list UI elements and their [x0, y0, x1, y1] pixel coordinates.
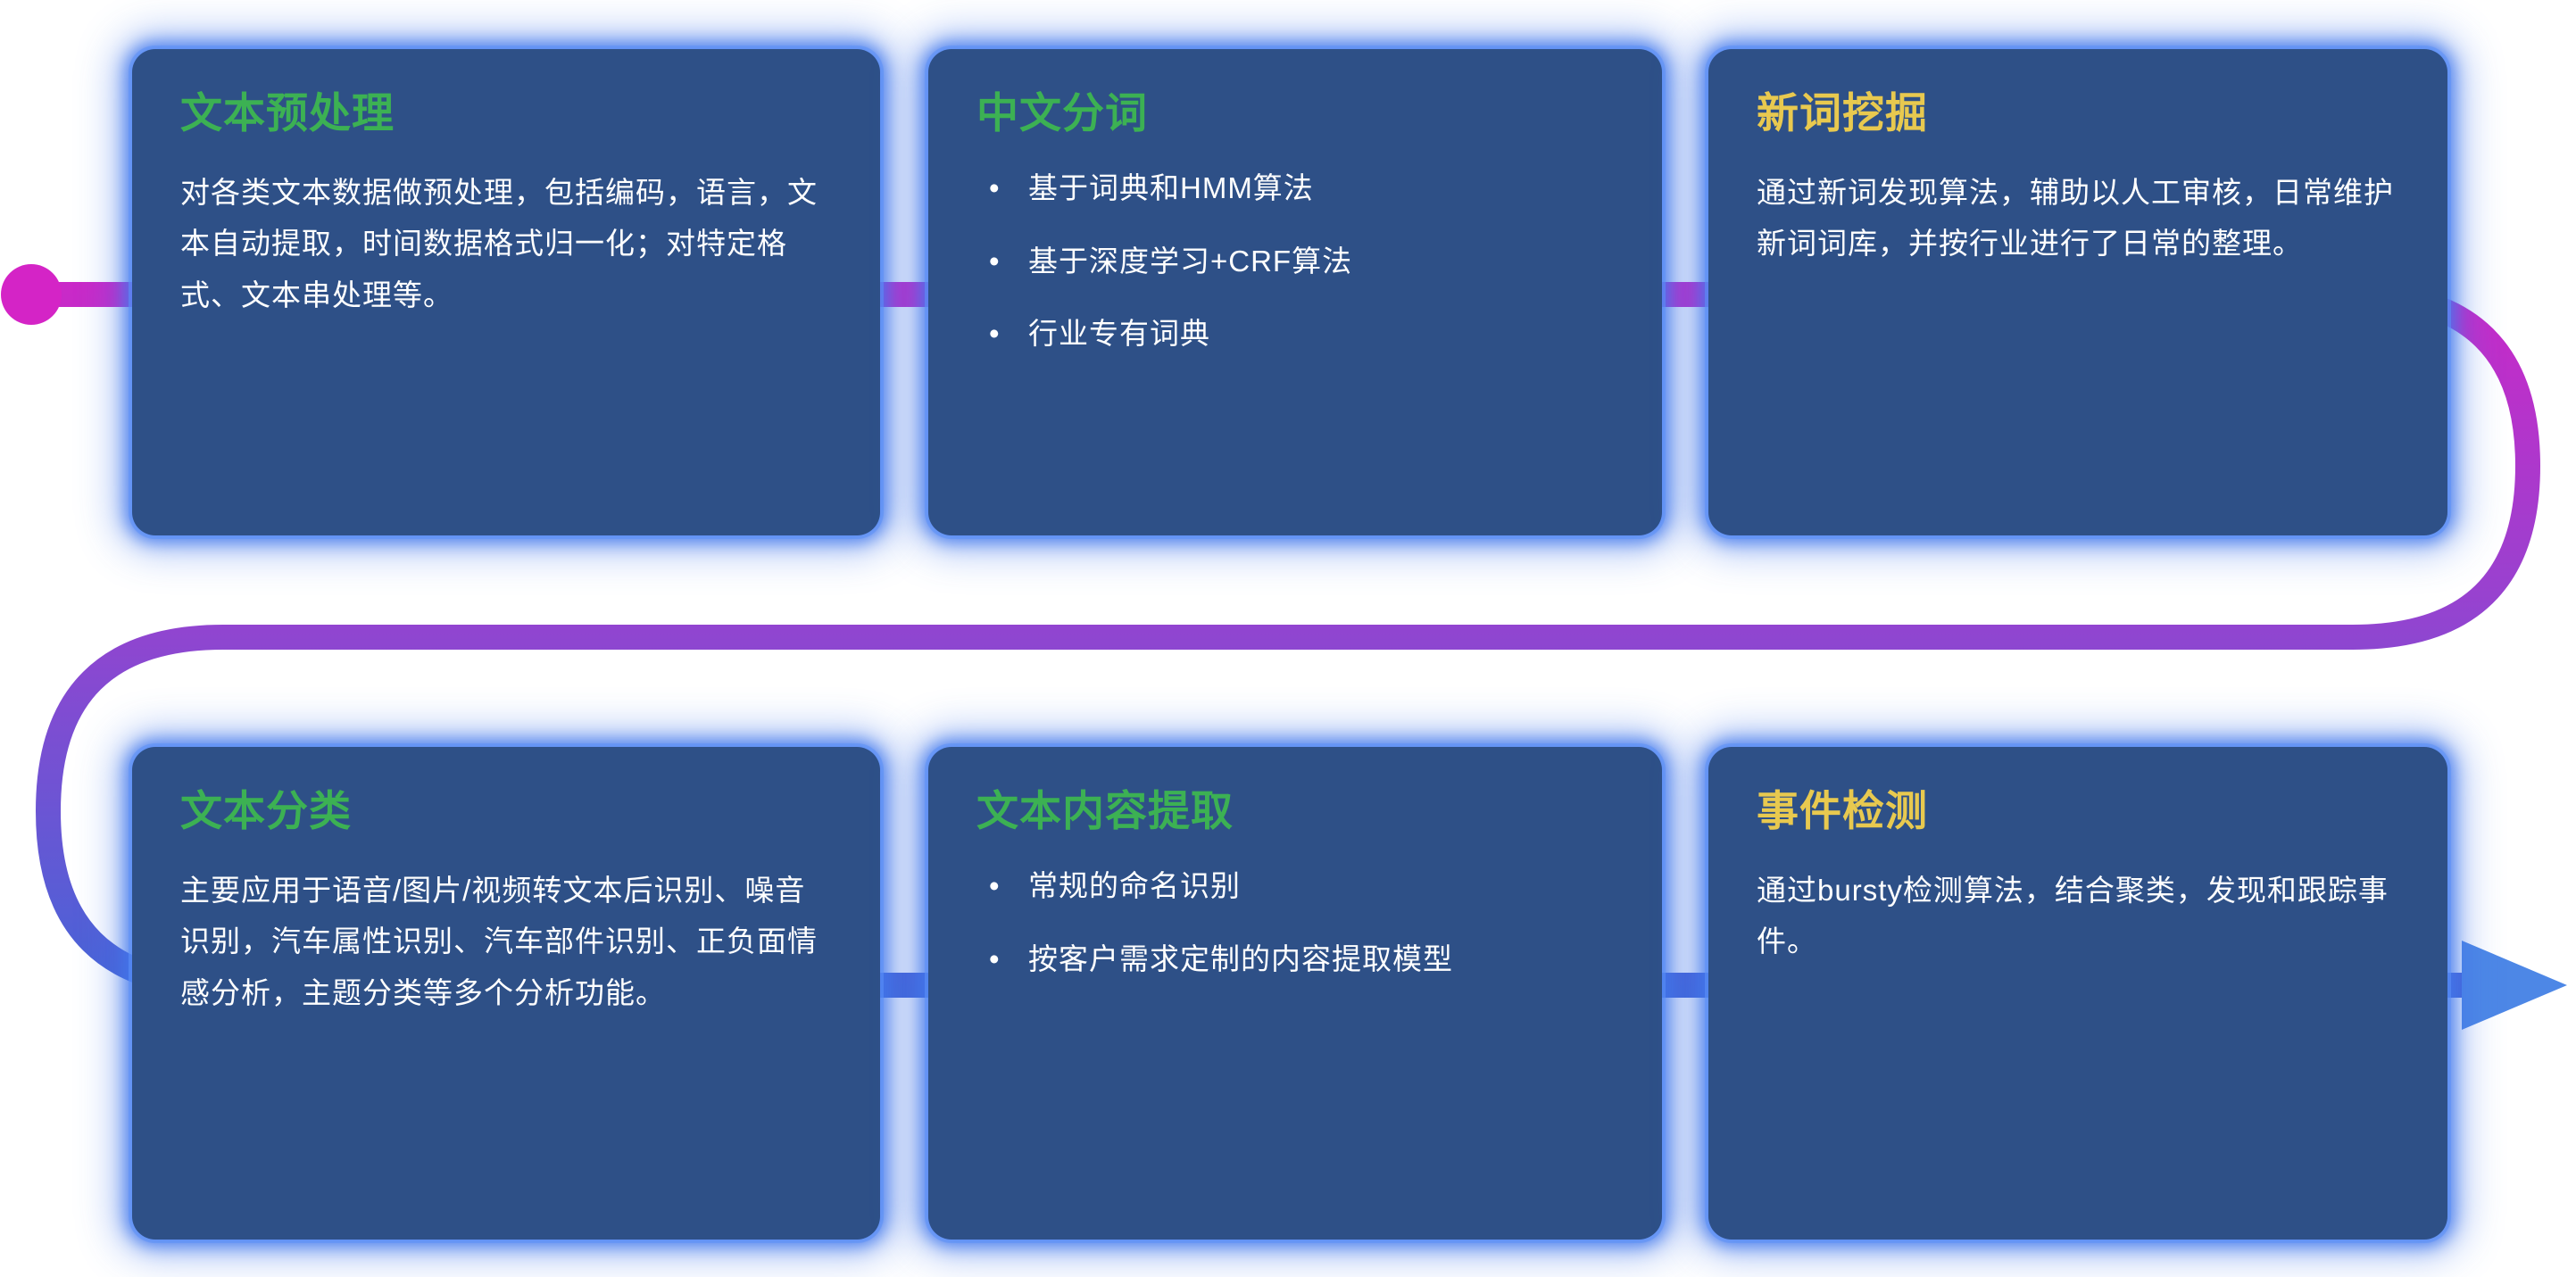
card-title: 文本内容提取 — [976, 787, 1234, 834]
card-text-classification: 文本分类 主要应用于语音/图片/视频转文本后识别、噪音识别，汽车属性识别、汽车部… — [132, 747, 880, 1240]
card-body: 通过bursty检测算法，结合聚类，发现和跟踪事件。 — [1757, 873, 2389, 958]
bullet-item: 基于深度学习+CRF算法 — [976, 240, 1614, 283]
card-title: 文本预处理 — [180, 89, 395, 137]
card-text-content-extraction: 文本内容提取 常规的命名识别 按客户需求定制的内容提取模型 — [928, 747, 1662, 1240]
card-chinese-word-segmentation: 中文分词 基于词典和HMM算法 基于深度学习+CRF算法 行业专有词典 — [928, 49, 1662, 535]
card-event-detection: 事件检测 通过bursty检测算法，结合聚类，发现和跟踪事件。 — [1708, 747, 2447, 1240]
bullet-item: 行业专有词典 — [976, 312, 1614, 355]
card-title: 中文分词 — [976, 89, 1148, 137]
card-title: 新词挖掘 — [1757, 89, 1928, 137]
card-new-word-mining: 新词挖掘 通过新词发现算法，辅助以人工审核，日常维护新词词库，并按行业进行了日常… — [1708, 49, 2447, 535]
flow-end-arrow-icon — [2462, 941, 2567, 1030]
card-body: 通过新词发现算法，辅助以人工审核，日常维护新词词库，并按行业进行了日常的整理。 — [1757, 175, 2394, 261]
card-text-preprocessing: 文本预处理 对各类文本数据做预处理，包括编码，语言，文本自动提取，时间数据格式归… — [132, 49, 880, 535]
card-body: 对各类文本数据做预处理，包括编码，语言，文本自动提取，时间数据格式归一化；对特定… — [180, 175, 818, 311]
flow-path — [31, 282, 2541, 998]
card-title: 事件检测 — [1757, 787, 1928, 834]
bullet-item: 常规的命名识别 — [976, 865, 1614, 908]
flow-start-dot — [1, 264, 62, 325]
bullet-item: 按客户需求定制的内容提取模型 — [976, 938, 1614, 981]
card-title: 文本分类 — [180, 787, 352, 834]
bullet-list: 基于词典和HMM算法 基于深度学习+CRF算法 行业专有词典 — [976, 167, 1614, 356]
bullet-list: 常规的命名识别 按客户需求定制的内容提取模型 — [976, 865, 1614, 981]
bullet-item: 基于词典和HMM算法 — [976, 167, 1614, 210]
card-body: 主要应用于语音/图片/视频转文本后识别、噪音识别，汽车属性识别、汽车部件识别、正… — [180, 873, 818, 1009]
